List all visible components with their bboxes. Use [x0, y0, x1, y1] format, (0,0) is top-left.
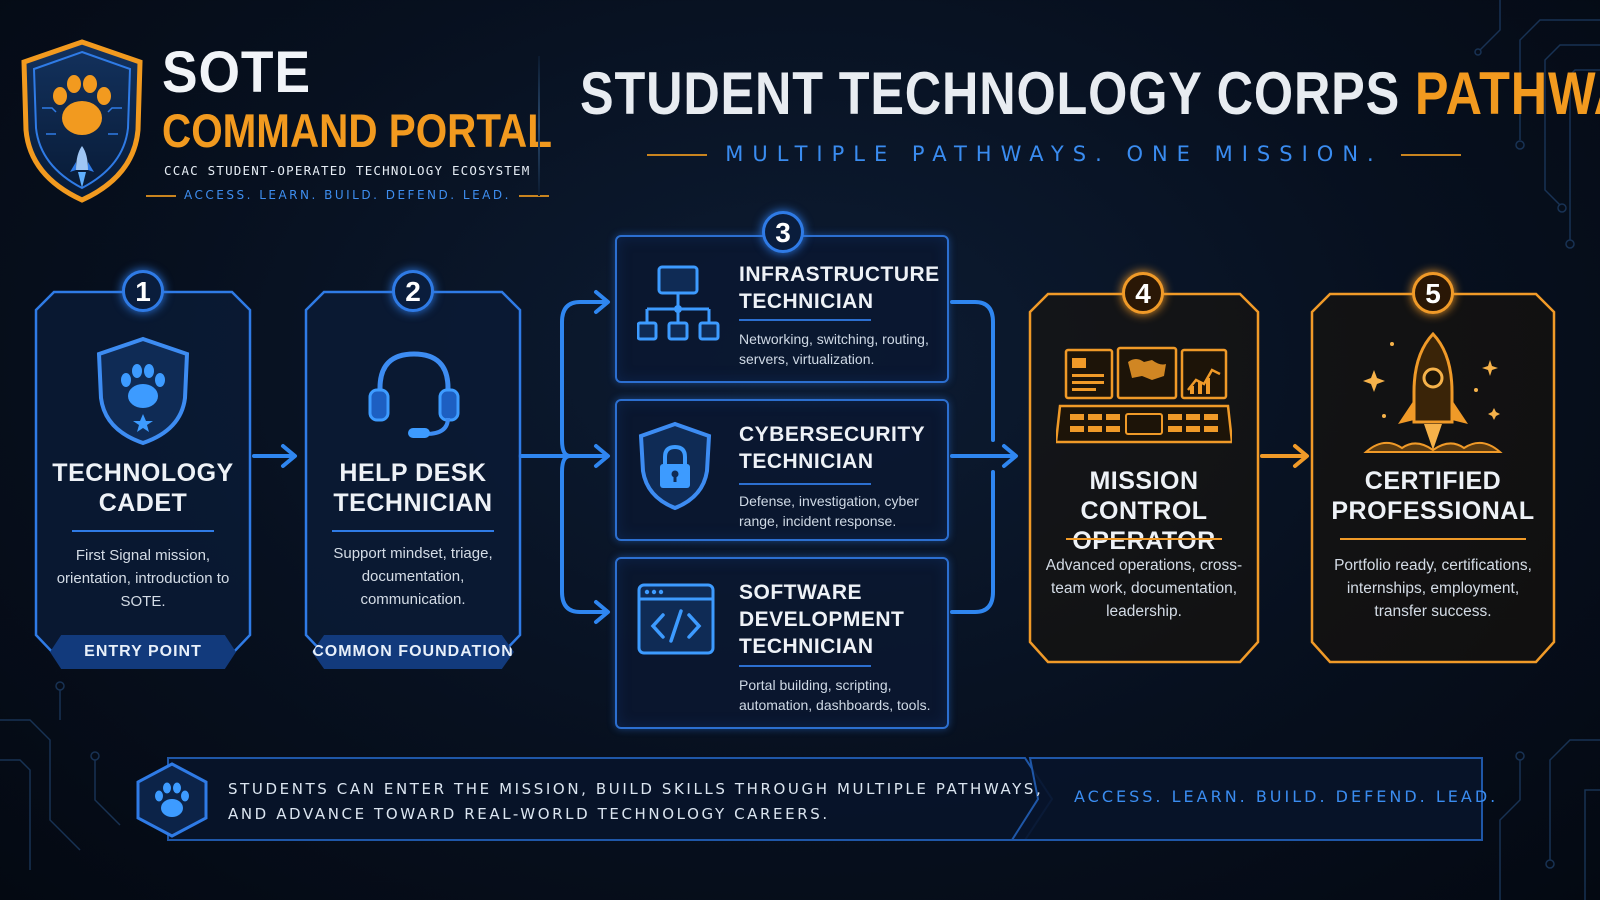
- track-description: Defense, investigation, cyber range, inc…: [739, 493, 919, 529]
- lock-shield-icon: [638, 421, 712, 511]
- stage-number-badge: 4: [1122, 272, 1164, 314]
- brand-motto: ACCESS. LEARN. BUILD. DEFEND. LEAD.: [138, 188, 510, 202]
- stage-tag-entry-point: ENTRY POINT: [50, 635, 236, 669]
- stage-description: Support mindset, triage, documentation, …: [333, 545, 493, 608]
- stage-tag-common-foundation: COMMON FOUNDATION: [312, 635, 514, 669]
- track-divider: [739, 665, 871, 667]
- track-cybersecurity-technician: CYBERSECURITY TECHNICIAN Defense, invest…: [615, 399, 949, 541]
- stage-number-badge: 1: [122, 270, 164, 312]
- track-title: INFRASTRUCTURE TECHNICIAN: [739, 263, 940, 313]
- stage-divider: [332, 530, 494, 532]
- page-tagline: MULTIPLE PATHWAYS. ONE MISSION.: [588, 142, 1520, 166]
- stage-description: Portfolio ready, certifications, interns…: [1334, 557, 1532, 620]
- track-infrastructure-technician: INFRASTRUCTURE TECHNICIAN Networking, sw…: [615, 235, 949, 383]
- track-description: Portal building, scripting, automation, …: [739, 677, 931, 713]
- header-divider: [538, 56, 540, 196]
- control-console-icon: [1056, 346, 1232, 444]
- page-title-main: STUDENT TECHNOLOGY CORPS: [580, 60, 1415, 127]
- network-topology-icon: [637, 265, 720, 341]
- paw-shield-rocket-icon: [21, 39, 143, 203]
- page-title: STUDENT TECHNOLOGY CORPS PATHWAY: [580, 62, 1600, 126]
- rocket-icon: [1363, 331, 1503, 453]
- track-software-development-technician: SOFTWARE DEVELOPMENT TECHNICIAN Portal b…: [615, 557, 949, 729]
- stage-card-help-desk-technician: HELP DESK TECHNICIAN Support mindset, tr…: [304, 290, 522, 670]
- stage-divider: [1340, 538, 1526, 540]
- stage-title: TECHNOLOGY CADET: [52, 459, 234, 517]
- tracks-number-badge: 3: [762, 211, 804, 253]
- stage-title: HELP DESK TECHNICIAN: [333, 459, 493, 517]
- brand-ecosystem: CCAC STUDENT-OPERATED TECHNOLOGY ECOSYST…: [164, 163, 531, 178]
- stage-card-certified-professional: CERTIFIED PROFESSIONAL Portfolio ready, …: [1310, 292, 1556, 672]
- banner-message: STUDENTS CAN ENTER THE MISSION, BUILD SK…: [228, 777, 1043, 827]
- stage-title: MISSION CONTROL OPERATOR: [1072, 467, 1216, 555]
- headset-icon: [368, 351, 460, 438]
- brand-subtitle: COMMAND PORTAL: [162, 104, 552, 157]
- stage-divider: [1066, 538, 1222, 540]
- paw-hexagon-icon: [136, 762, 208, 838]
- stage-card-technology-cadet: TECHNOLOGY CADET First Signal mission, o…: [34, 290, 252, 670]
- banner-motto: ACCESS. LEARN. BUILD. DEFEND. LEAD.: [1074, 787, 1499, 806]
- paw-shield-icon: [96, 336, 190, 446]
- stage-description: First Signal mission, orientation, intro…: [56, 547, 230, 610]
- brand-name: SOTE: [162, 40, 311, 105]
- track-divider: [739, 319, 871, 321]
- track-title: SOFTWARE DEVELOPMENT TECHNICIAN: [739, 581, 905, 658]
- stage-divider: [72, 530, 214, 532]
- code-window-icon: [637, 583, 715, 655]
- banner-message-line1: STUDENTS CAN ENTER THE MISSION, BUILD SK…: [228, 780, 1044, 798]
- track-description: Networking, switching, routing, servers,…: [739, 331, 929, 367]
- stage-number-badge: 2: [392, 270, 434, 312]
- stage-number-badge: 5: [1412, 272, 1454, 314]
- page-title-accent: PATHWAY: [1414, 60, 1600, 127]
- stage-description: Advanced operations, cross-team work, do…: [1045, 557, 1243, 620]
- stage-card-mission-control-operator: MISSION CONTROL OPERATOR Advanced operat…: [1028, 292, 1260, 672]
- track-divider: [739, 483, 871, 485]
- banner-message-line2: AND ADVANCE TOWARD REAL-WORLD TECHNOLOGY…: [228, 805, 830, 823]
- track-title: CYBERSECURITY TECHNICIAN: [739, 423, 925, 473]
- stage-title: CERTIFIED PROFESSIONAL: [1331, 467, 1535, 525]
